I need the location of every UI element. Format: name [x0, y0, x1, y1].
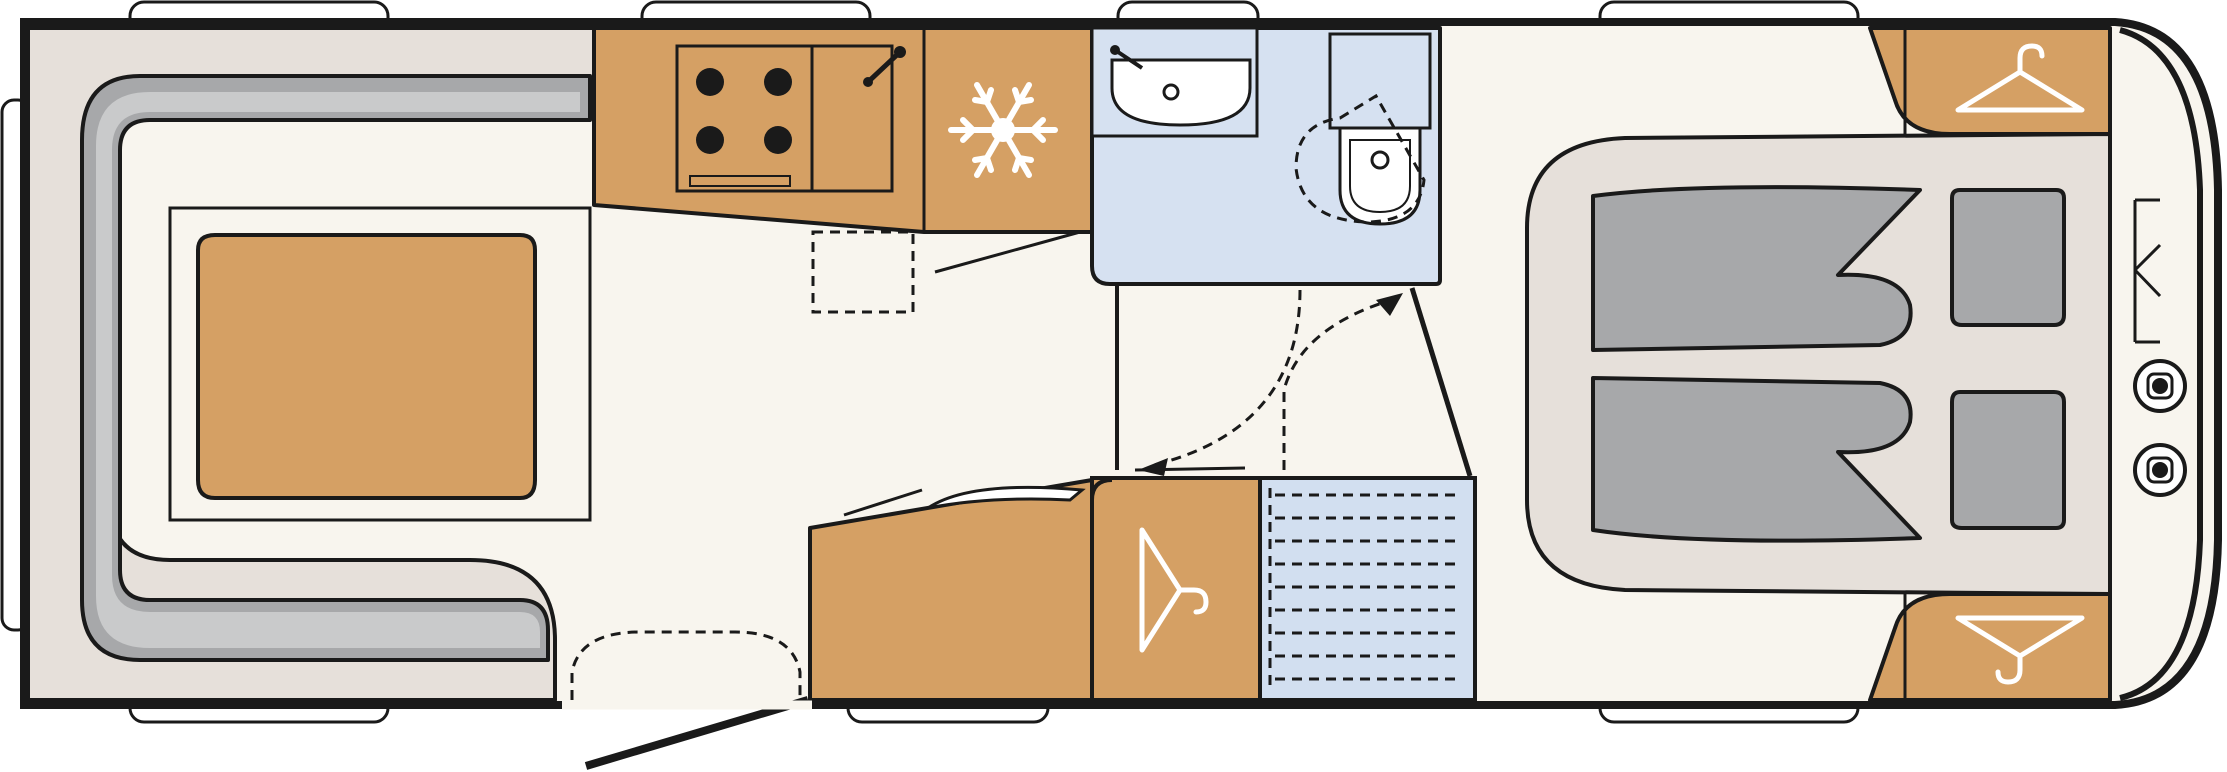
cupboard-door-line	[934, 230, 1081, 274]
front-lounge	[26, 26, 802, 702]
entrance-door	[584, 696, 810, 770]
wardrobe	[1090, 476, 1262, 702]
hallway	[1115, 282, 1473, 477]
bathroom-door	[1409, 287, 1473, 477]
wardrobe-block	[808, 476, 1477, 702]
entry-step	[570, 630, 802, 700]
hanger-icon	[1955, 615, 2085, 685]
lounge-cushion-back	[80, 74, 592, 662]
shower-tray	[1258, 476, 1477, 702]
cupboard-door-swing	[927, 485, 1086, 510]
mattress-right	[1591, 376, 1922, 543]
toilet-swivel-range	[1294, 93, 1426, 224]
rear-wall	[2119, 27, 2203, 701]
body-outline	[20, 18, 2222, 709]
pillow-left	[1950, 188, 2066, 327]
door-swing-arrow-icon	[1149, 289, 1302, 468]
hob-icon	[675, 44, 814, 193]
pillow-right	[1950, 390, 2066, 530]
kitchen	[592, 26, 1094, 314]
pull-out-drawer	[811, 230, 915, 314]
speaker-icon	[2133, 359, 2187, 413]
hanger-icon	[1955, 43, 2085, 113]
washbasin-icon	[1110, 58, 1252, 127]
bathroom	[1090, 26, 1442, 286]
speaker-icon	[2133, 443, 2187, 497]
shelf-icon	[2133, 198, 2162, 344]
dining-table	[196, 233, 537, 500]
hanger-icon	[1139, 527, 1209, 653]
rear-bedroom	[1525, 26, 2187, 702]
shower-grate	[1268, 488, 1460, 692]
snowflake-icon	[948, 82, 1058, 178]
mattress-left	[1591, 185, 1922, 352]
